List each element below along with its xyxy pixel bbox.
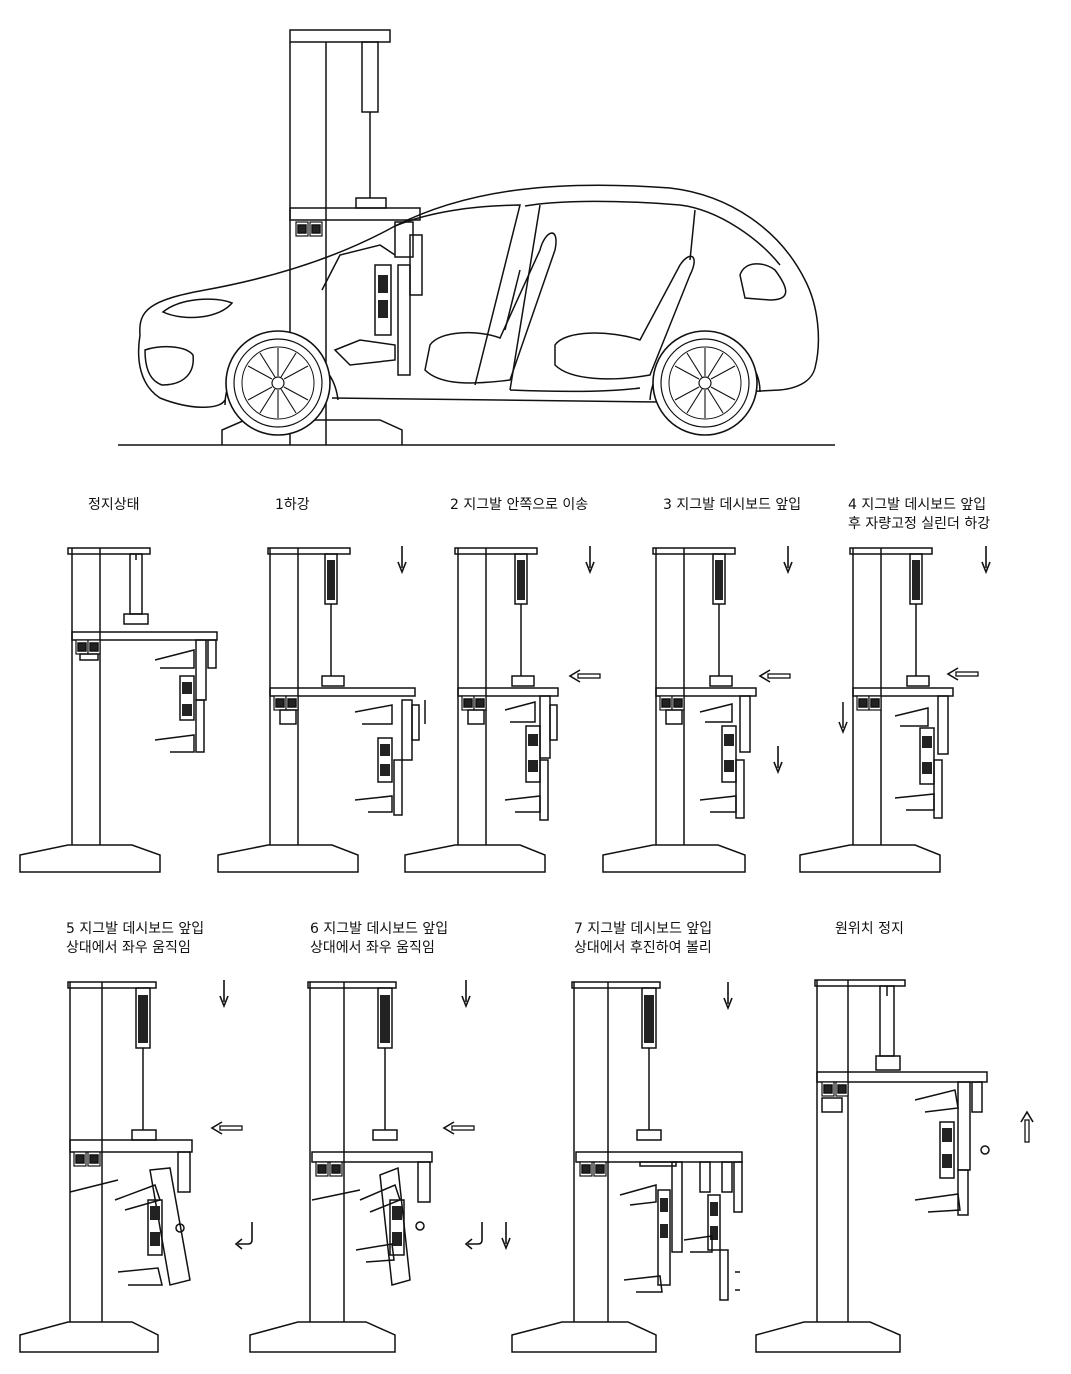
arrow-left-icon: [443, 1121, 475, 1135]
machine-stage-1: [217, 547, 426, 873]
arrow-down-icon: [981, 545, 991, 573]
label-stage-7-line1: 7 지그발 데시보드 앞입: [574, 921, 713, 937]
label-stage-7-line2: 상대에서 후진하여 볼리: [574, 940, 712, 956]
label-stage-5-line1: 5 지그발 데시보드 앞입: [66, 921, 205, 937]
arrow-down-icon: [501, 1221, 511, 1249]
label-stage-4: 4 지그발 데시보드 앞입 후 자량고정 실린더 하강: [848, 496, 990, 534]
machine-stage-6: [249, 981, 433, 1353]
arrow-down-icon: [585, 545, 595, 573]
arrow-left-icon: [759, 669, 791, 683]
arrow-left-icon: [947, 667, 979, 681]
label-stage-7: 7 지그발 데시보드 앞입 상대에서 후진하여 볼리: [574, 920, 712, 958]
machine-stage-3: [602, 547, 757, 873]
label-stage-6: 6 지그발 데시보드 앞입 상대에서 좌우 움직임: [310, 920, 448, 958]
label-stage-4-line1: 4 지그발 데시보드 앞입: [848, 497, 987, 513]
label-stage-0: 정지상태: [88, 497, 140, 513]
arrow-left-icon: [569, 669, 601, 683]
return-arrow-icon: [235, 1221, 253, 1250]
label-stage-5-line2: 상대에서 좌우 움직임: [66, 940, 191, 956]
machine-stage-7: [511, 981, 743, 1353]
label-stage-1: 1하강: [275, 497, 310, 513]
arrow-up-icon: [1020, 1111, 1034, 1143]
label-stage-8: 원위치 정지: [835, 921, 904, 937]
machine-stage-8: [755, 979, 990, 1353]
arrow-down-icon: [219, 979, 229, 1007]
arrow-down-icon: [773, 745, 783, 773]
label-stage-3: 3 지그발 데시보드 앞입: [663, 497, 802, 513]
arrow-down-icon: [723, 981, 733, 1009]
machine-stage-2: [404, 547, 559, 873]
machine-stage-0: [19, 547, 218, 873]
machine-stage-5: [19, 981, 193, 1353]
label-stage-6-line2: 상대에서 좌우 움직임: [310, 940, 435, 956]
arrow-down-icon: [783, 545, 793, 573]
label-stage-5: 5 지그발 데시보드 앞입 상대에서 좌우 움직임: [66, 920, 204, 958]
return-arrow-icon: [465, 1221, 483, 1250]
arrow-down-icon: [397, 545, 407, 573]
label-stage-4-line2: 후 자량고정 실린더 하강: [848, 516, 991, 532]
machine-stage-4: [799, 547, 954, 873]
arrow-down-icon: [461, 979, 471, 1007]
label-stage-2: 2 지그발 안쪽으로 이송: [450, 497, 589, 513]
label-stage-6-line1: 6 지그발 데시보드 앞입: [310, 921, 449, 937]
arrow-left-icon: [211, 1121, 243, 1135]
